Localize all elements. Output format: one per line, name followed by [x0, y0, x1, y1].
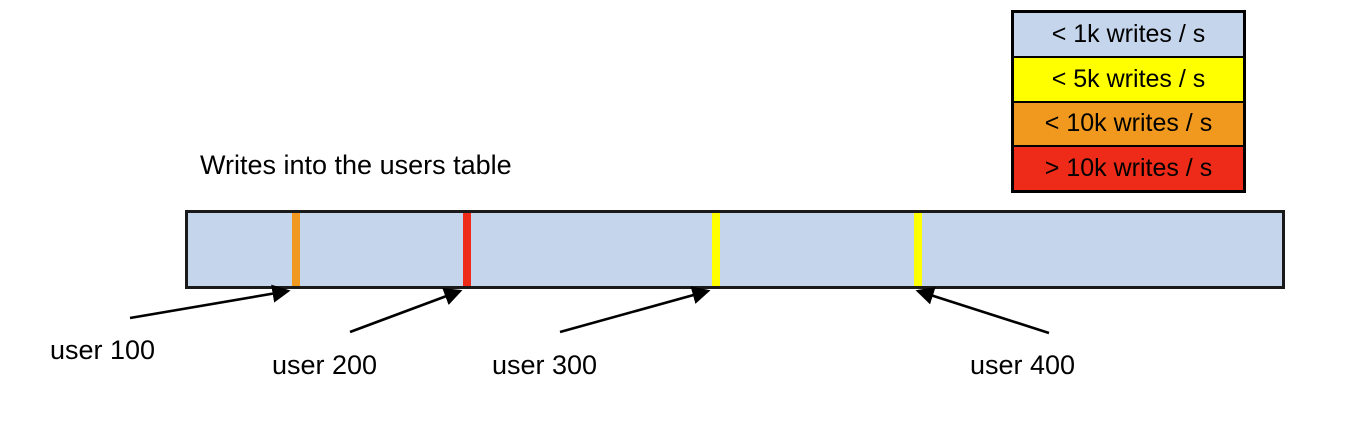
- legend-item-gt-10k: > 10k writes / s: [1014, 147, 1243, 190]
- label-user-200: user 200: [272, 350, 378, 380]
- stripe-user-100: [292, 213, 300, 286]
- arrow-user-400: [915, 287, 1050, 335]
- legend-item-lt-5k: < 5k writes / s: [1014, 57, 1243, 103]
- legend-item-label: < 10k writes / s: [1044, 109, 1213, 138]
- label-user-100: user 100: [50, 335, 156, 365]
- legend-item-lt-1k: < 1k writes / s: [1014, 13, 1243, 58]
- stripe-user-200: [463, 213, 471, 286]
- legend-item-label: < 1k writes / s: [1051, 19, 1206, 48]
- legend: < 1k writes / s < 5k writes / s < 10k wr…: [1011, 10, 1246, 193]
- users-table-bar: [185, 210, 1285, 289]
- arrow-user-200: [349, 287, 463, 334]
- arrow-user-300: [559, 286, 711, 334]
- label-user-400: user 400: [970, 350, 1076, 380]
- stripe-user-300: [712, 213, 720, 286]
- legend-item-label: > 10k writes / s: [1044, 154, 1213, 183]
- chart-title: Writes into the users table: [200, 150, 512, 180]
- legend-item-lt-10k: < 10k writes / s: [1014, 102, 1243, 148]
- stripe-user-400: [914, 213, 922, 286]
- bar-track: [188, 213, 1282, 286]
- legend-item-label: < 5k writes / s: [1051, 64, 1206, 93]
- arrow-user-100: [129, 284, 291, 320]
- label-user-300: user 300: [492, 350, 598, 380]
